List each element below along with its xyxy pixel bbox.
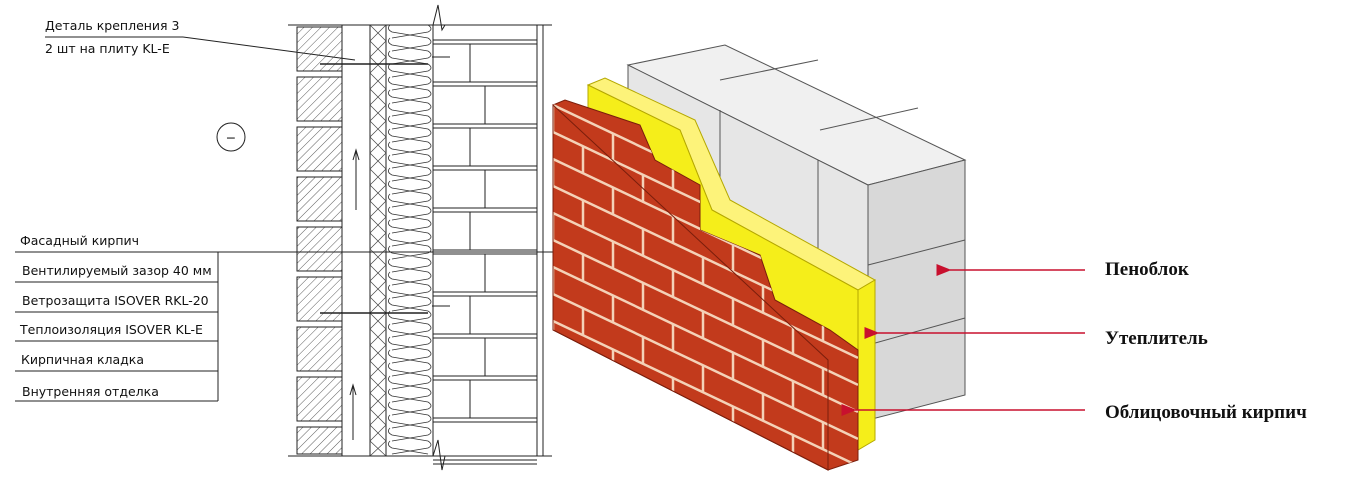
wind-barrier-mark [369,88,387,106]
insulation-wave [388,310,432,325]
facade-brick-column [296,26,343,455]
wind-barrier-mark [369,312,387,330]
wind-barrier-mark [369,280,387,298]
facade-brick [296,376,343,422]
insulation-wave [388,440,432,455]
insulation-wave [388,271,432,286]
insulation-wave [388,427,432,442]
section-drawing [45,4,552,471]
insulation-wave [388,375,432,390]
insulation-wave [388,102,432,117]
wind-barrier-mark [369,168,387,186]
insulation-wave [388,141,432,156]
insulation-wave [388,349,432,364]
mortar-joint [553,211,858,360]
brick-wall-outline [552,103,829,471]
insulation-wave [388,180,432,195]
insulation-wave [388,206,432,221]
layer-legend-table [15,251,555,402]
insulation-wave [388,219,432,234]
facade-brick [296,76,343,122]
wind-barrier-layer [369,24,387,457]
wind-barrier-mark [369,24,387,42]
facade-brick [296,326,343,372]
wind-barrier-mark [369,344,387,362]
fastener-label: Деталь крепления 3 [45,18,180,33]
insulation-wave [388,258,432,273]
wind-barrier-mark [369,264,387,282]
wind-barrier-mark [369,296,387,314]
facade-brick [296,426,343,455]
insulation-wave [388,401,432,416]
insulation-wave [388,63,432,78]
insulation-wave [388,24,432,39]
masonry-wall [433,39,537,465]
label-facing-brick: Облицовочный кирпич [1105,402,1307,423]
wind-barrier-mark [369,248,387,266]
facade-brick [296,176,343,222]
wind-barrier-mark [369,408,387,426]
insulation-wave [388,37,432,52]
layer-label: Вентилируемый зазор 40 мм [22,263,212,278]
mortar-joint [553,238,858,387]
wind-barrier-mark [369,328,387,346]
insulation-wave [388,115,432,130]
insulation-wave [388,323,432,338]
insulation-wave [388,89,432,104]
wind-barrier-mark [369,184,387,202]
wind-barrier-mark [369,56,387,74]
layer-label: Внутренняя отделка [22,384,159,399]
insulation-wave [388,388,432,403]
insulation-wave [388,76,432,91]
insulation-wave [388,414,432,429]
wind-barrier-mark [369,40,387,58]
insulation-wave [388,297,432,312]
insulation-wave [388,336,432,351]
wind-barrier-mark [369,232,387,250]
wind-barrier-mark [369,104,387,122]
label-insulation: Утеплитель [1105,328,1208,349]
insulation-wave [388,232,432,247]
wind-barrier-mark [369,120,387,138]
wind-barrier-mark [369,136,387,154]
wind-barrier-mark [369,72,387,90]
label-foam-block: Пеноблок [1105,259,1189,280]
mortar-joint [553,265,858,414]
facade-brick [296,276,343,322]
insulation-wave [388,193,432,208]
wind-barrier-mark [369,440,387,457]
wind-barrier-mark [369,376,387,394]
mortar-joint [553,319,858,468]
insulation-wave [388,362,432,377]
layer-label: Теплоизоляция ISOVER KL-E [19,322,203,337]
fastener-count-label: 2 шт на плиту KL-E [45,41,170,56]
wind-barrier-mark [369,152,387,170]
air-arrow-icon [349,383,357,440]
layer-label: Фасадный кирпич [20,233,139,248]
insulation-wave [388,167,432,182]
insulation-wave [388,154,432,169]
insulation-wave [388,128,432,143]
facade-brick [296,126,343,172]
wind-barrier-mark [369,360,387,378]
insulation-wave [388,50,432,65]
insulation-layer [388,24,432,455]
wind-barrier-mark [369,424,387,442]
layer-label: Кирпичная кладка [21,352,144,367]
layer-label: Ветрозащита ISOVER RKL-20 [22,293,209,308]
wind-barrier-mark [369,216,387,234]
air-arrow-icon [352,148,360,210]
mortar-joint [553,292,858,441]
zone-mark: − [226,130,236,145]
insulation-wave [388,245,432,260]
callouts [841,264,1085,416]
wind-barrier-mark [369,200,387,218]
insulation-wave [388,284,432,299]
mortar-joint [553,400,693,470]
facade-brick [296,226,343,272]
wind-barrier-mark [369,392,387,410]
